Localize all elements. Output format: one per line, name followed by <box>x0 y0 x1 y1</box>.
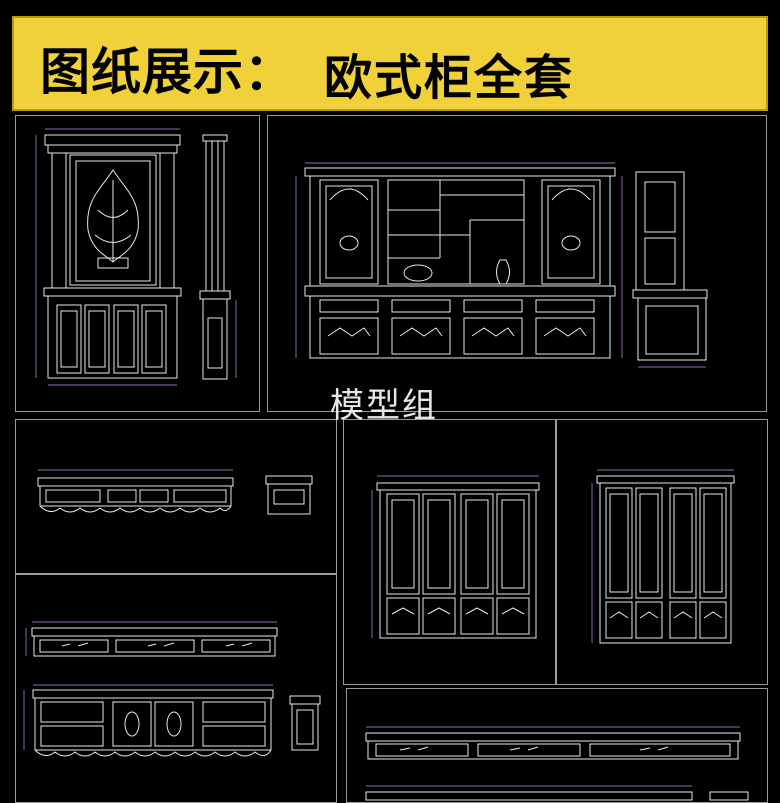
dimension-lines <box>23 128 740 787</box>
wardrobe-left-drawing <box>376 482 540 639</box>
panel-wardrobe-right <box>556 419 768 685</box>
tv-cabinet-top-drawing <box>37 475 313 515</box>
title-prefix: 图纸展示： <box>40 43 295 101</box>
wine-cabinet-drawing <box>304 167 708 361</box>
watermark: 模型组 <box>330 386 438 426</box>
tv-cabinet-mid-drawing <box>31 627 321 757</box>
panel-wardrobe-left <box>343 419 556 685</box>
title-banner: 图纸展示： 欧式柜全套 <box>12 16 768 111</box>
panel-wine-cabinet <box>267 115 767 412</box>
wardrobe-right-drawing <box>596 475 735 644</box>
panel-tv-cabinet-top <box>15 419 337 574</box>
tall-cabinet-drawing <box>43 134 231 380</box>
title-main: 欧式柜全套 <box>324 50 575 106</box>
panel-cabinet-elevation <box>15 115 260 412</box>
tv-cabinet-bottom-drawing <box>365 732 749 801</box>
